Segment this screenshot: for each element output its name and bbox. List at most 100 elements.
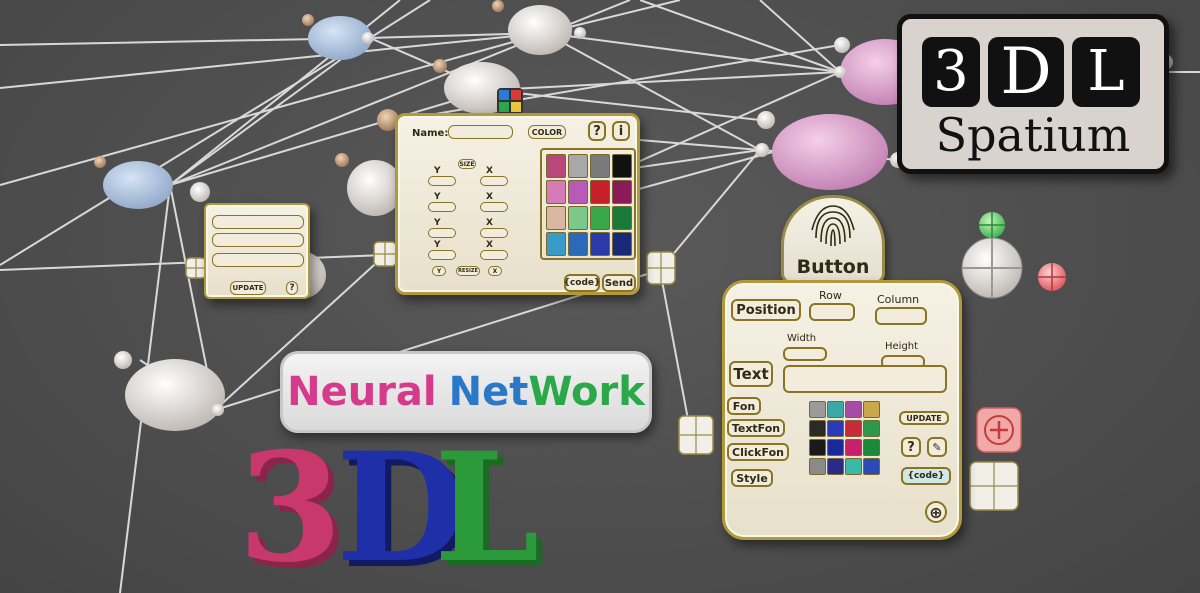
- color-form-code-button[interactable]: {code}: [564, 274, 600, 292]
- button-properties-panel: Position Row Column Width Height Text Fo…: [722, 280, 962, 540]
- small-form-field[interactable]: [212, 215, 304, 229]
- color-swatch[interactable]: [546, 180, 566, 204]
- small-form-panel: UPDATE ?: [204, 203, 310, 299]
- logo-letter-l: L: [1072, 37, 1140, 107]
- button-title: Button: [796, 256, 870, 278]
- color-form-help-button[interactable]: ?: [588, 121, 606, 141]
- color-swatch[interactable]: [568, 180, 588, 204]
- color-swatch[interactable]: [612, 180, 632, 204]
- button-color-swatch[interactable]: [845, 420, 862, 437]
- button-color-swatch[interactable]: [863, 401, 880, 418]
- row-input[interactable]: [809, 303, 855, 321]
- color-swatch[interactable]: [568, 232, 588, 256]
- y-input[interactable]: [428, 202, 456, 212]
- button-color-swatch[interactable]: [827, 420, 844, 437]
- color-form-size-label: SIZE: [458, 159, 476, 169]
- color-swatch[interactable]: [590, 180, 610, 204]
- color-swatch[interactable]: [612, 232, 632, 256]
- style-button[interactable]: Style: [731, 469, 773, 487]
- width-label: Width: [787, 333, 817, 344]
- color-swatch[interactable]: [590, 206, 610, 230]
- text-label: Text: [729, 361, 773, 387]
- button-color-swatch[interactable]: [809, 458, 826, 475]
- x-input[interactable]: [480, 228, 508, 238]
- position-label: Position: [731, 299, 801, 321]
- color-form-send-button[interactable]: Send: [602, 274, 636, 292]
- button-color-swatch[interactable]: [809, 439, 826, 456]
- y-input[interactable]: [428, 250, 456, 260]
- button-color-swatch[interactable]: [809, 420, 826, 437]
- column-label: Column: [877, 293, 920, 306]
- color-form-panel: Name: COLOR ? i SIZE Y X Y X Y X Y X Y R…: [395, 113, 640, 295]
- color-swatch[interactable]: [546, 206, 566, 230]
- x-label: X: [486, 192, 493, 202]
- column-input[interactable]: [875, 307, 927, 325]
- button-code-button[interactable]: {code}: [901, 467, 951, 485]
- sign-word: Work: [528, 369, 645, 415]
- button-color-swatch-grid: [809, 401, 885, 479]
- button-color-swatch[interactable]: [845, 401, 862, 418]
- color-form-color-label: COLOR: [528, 125, 566, 139]
- fon-button[interactable]: Fon: [727, 397, 761, 415]
- button-help-button[interactable]: ?: [901, 437, 921, 457]
- button-color-swatch[interactable]: [863, 458, 880, 475]
- color-swatch[interactable]: [568, 154, 588, 178]
- add-circle-icon[interactable]: ⊕: [925, 501, 947, 523]
- textfon-button[interactable]: TextFon: [727, 419, 785, 437]
- x-input[interactable]: [480, 250, 508, 260]
- color-swatch[interactable]: [612, 154, 632, 178]
- height-label: Height: [885, 341, 919, 352]
- width-input[interactable]: [783, 347, 827, 361]
- color-swatch[interactable]: [568, 206, 588, 230]
- color-form-info-button[interactable]: i: [612, 121, 630, 141]
- button-color-swatch[interactable]: [827, 439, 844, 456]
- y-input[interactable]: [428, 228, 456, 238]
- bottom-y-button[interactable]: Y: [432, 266, 446, 276]
- color-swatch[interactable]: [546, 232, 566, 256]
- button-update-button[interactable]: UPDATE: [899, 411, 949, 425]
- button-color-swatch[interactable]: [863, 420, 880, 437]
- text-input[interactable]: [783, 365, 947, 393]
- color-form-name-input[interactable]: [448, 125, 513, 139]
- big-3dl-letters: 3 D L: [238, 420, 540, 593]
- x-label: X: [486, 166, 493, 176]
- color-swatch-grid: [540, 148, 636, 260]
- small-form-field[interactable]: [212, 233, 304, 247]
- logo: 3 D L Spatium: [897, 14, 1169, 174]
- button-color-swatch[interactable]: [863, 439, 880, 456]
- x-label: X: [486, 240, 493, 250]
- color-swatch[interactable]: [590, 232, 610, 256]
- small-form-field[interactable]: [212, 253, 304, 267]
- sign-word: Neural: [287, 369, 437, 415]
- x-input[interactable]: [480, 202, 508, 212]
- color-swatch[interactable]: [612, 206, 632, 230]
- big-letter-l: L: [434, 420, 540, 593]
- color-form-name-label: Name:: [412, 128, 449, 139]
- clickfon-button[interactable]: ClickFon: [727, 443, 789, 461]
- button-color-swatch[interactable]: [845, 439, 862, 456]
- row-label: Row: [819, 289, 842, 302]
- button-color-swatch[interactable]: [827, 458, 844, 475]
- x-input[interactable]: [480, 176, 508, 186]
- bottom-x-button[interactable]: X: [488, 266, 502, 276]
- small-form-help-button[interactable]: ?: [286, 281, 298, 295]
- color-swatch[interactable]: [546, 154, 566, 178]
- sign-word: Net: [448, 369, 529, 415]
- pencil-icon[interactable]: ✎: [927, 437, 947, 457]
- button-color-swatch[interactable]: [845, 458, 862, 475]
- y-label: Y: [434, 166, 441, 176]
- button-preview[interactable]: Button: [781, 195, 885, 285]
- small-form-update-button[interactable]: UPDATE: [230, 281, 266, 295]
- resize-button[interactable]: RESIZE: [456, 266, 480, 276]
- y-label: Y: [434, 240, 441, 250]
- y-label: Y: [434, 192, 441, 202]
- y-input[interactable]: [428, 176, 456, 186]
- logo-word: Spatium: [935, 108, 1131, 162]
- button-color-swatch[interactable]: [809, 401, 826, 418]
- logo-letter-3: 3: [922, 37, 980, 107]
- neural-network-sign: Neural Net Work: [280, 351, 652, 433]
- button-color-swatch[interactable]: [827, 401, 844, 418]
- color-swatch[interactable]: [590, 154, 610, 178]
- big-letter-3: 3: [238, 420, 343, 593]
